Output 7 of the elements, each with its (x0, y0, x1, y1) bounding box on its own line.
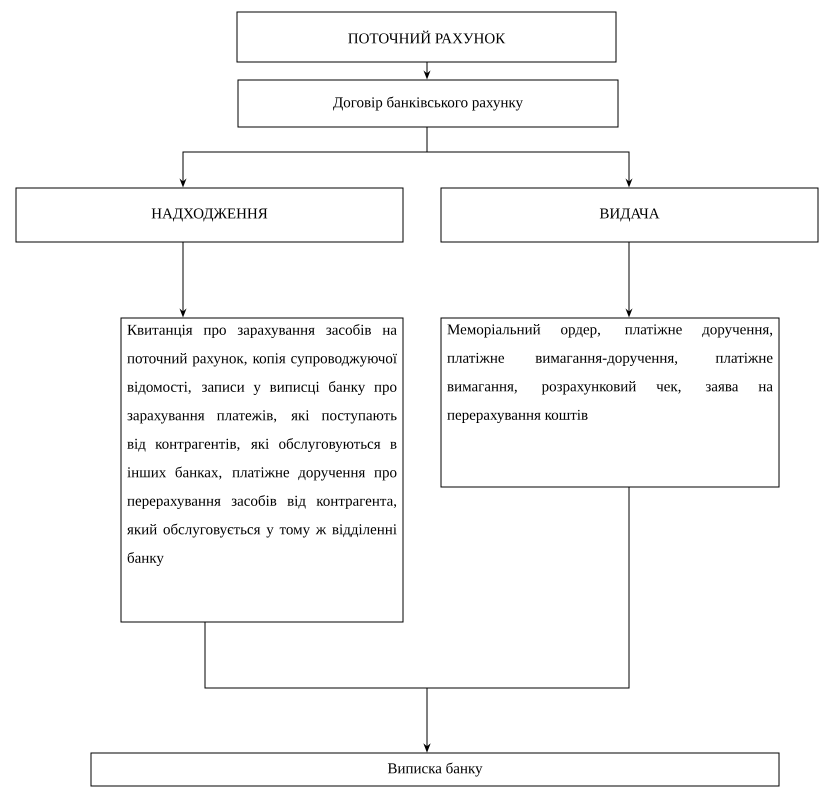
process-box: Договір банківського рахунку (238, 80, 618, 128)
document-box: Квитанція про зарахування засобів на поточний рахунок, копія супроводжуючої відомості, записи у виписці банку про зарахування платежів, які поступають від контрагентів, які обслуговуються в інших банках, платіжне доручення про перерахування засобів від контрагента, який обслуговується у тому ж відділенні банку (120, 318, 404, 622)
process-box: НАДХОДЖЕННЯ (16, 188, 404, 242)
process-box: ВИДАЧА (440, 188, 818, 242)
document-box: Меморіальний ордер, платіжне доручення, платіжне вимагання-доручення, платіжне вимагання, розрахунковий чек, заява на перерахування коштів (440, 318, 780, 488)
process-box: ПОТОЧНИЙ РАХУНОК (236, 12, 616, 62)
result-box: Виписка банку (90, 752, 780, 786)
